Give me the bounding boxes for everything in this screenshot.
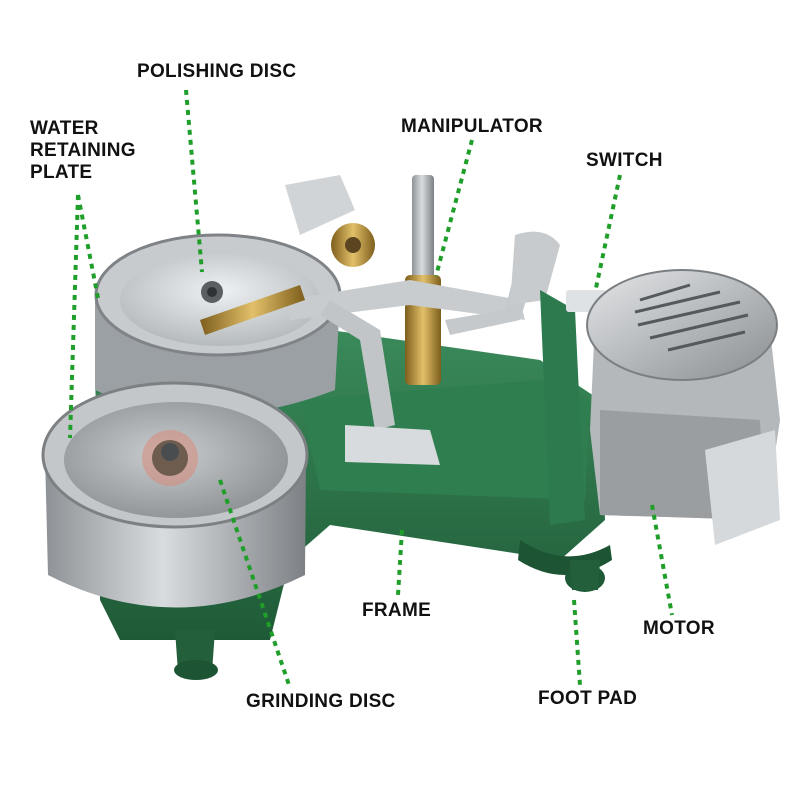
leader-water-plate-1 (76, 194, 100, 299)
leader-switch (594, 174, 622, 289)
label-water-retaining-plate: WATER RETAINING PLATE (30, 118, 136, 183)
leader-manipulator (434, 139, 474, 277)
label-motor: MOTOR (643, 618, 715, 639)
leader-foot-pad (572, 599, 582, 686)
leader-polishing-disc (184, 89, 204, 273)
leader-grinding-disc (218, 479, 292, 689)
leader-frame (396, 529, 404, 596)
label-switch: SWITCH (586, 150, 663, 171)
label-frame: FRAME (362, 600, 432, 621)
leader-water-plate-2 (68, 194, 80, 439)
label-grinding-disc: GRINDING DISC (246, 691, 396, 712)
grinding-bowl (41, 381, 309, 608)
label-polishing-disc: POLISHING DISC (137, 61, 297, 82)
label-foot-pad: FOOT PAD (538, 688, 638, 709)
leader-motor (650, 504, 674, 616)
motor (586, 269, 780, 545)
foot-pads (174, 560, 605, 680)
leader-lines (68, 89, 674, 689)
label-manipulator: MANIPULATOR (401, 116, 543, 137)
manipulator-assembly (200, 175, 560, 465)
